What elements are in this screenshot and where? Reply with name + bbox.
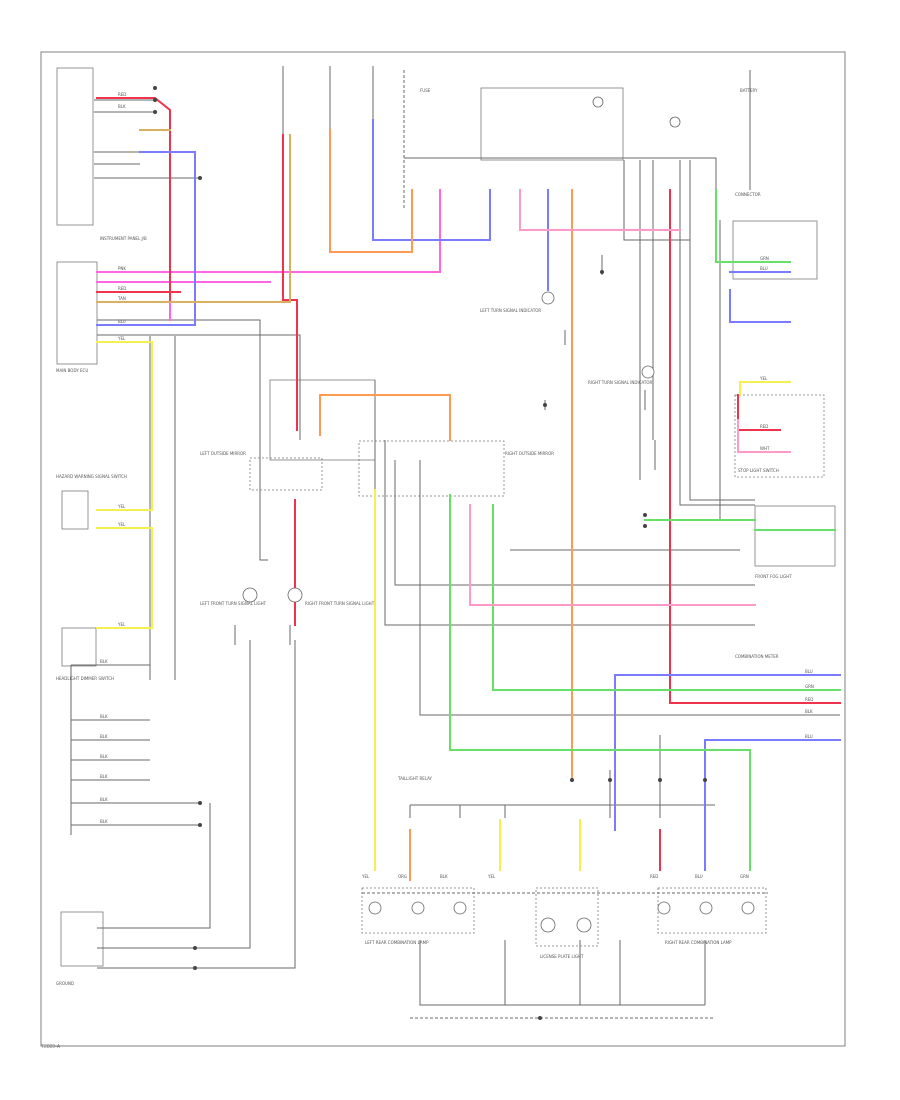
svg-text:YEL: YEL <box>117 336 126 341</box>
svg-text:BLK: BLK <box>100 714 108 719</box>
svg-text:YEL: YEL <box>487 874 496 879</box>
svg-text:RED: RED <box>760 424 768 429</box>
label-fog-light: FRONT FOG LIGHT <box>755 574 792 579</box>
svg-text:YEL: YEL <box>117 504 126 509</box>
label-taillight-relay: TAILLIGHT RELAY <box>397 776 433 781</box>
svg-text:BLK: BLK <box>100 797 108 802</box>
right-front-turn-lamp <box>287 587 303 603</box>
svg-text:BLK: BLK <box>100 774 108 779</box>
svg-text:BLU: BLU <box>760 266 768 271</box>
indicator-lamp-2 <box>641 365 655 379</box>
svg-text:BLU: BLU <box>695 874 703 879</box>
label-right-indicator: RIGHT TURN SIGNAL INDICATOR <box>588 380 652 385</box>
tan-wire <box>96 134 291 303</box>
label-connector: CONNECTOR <box>735 192 761 197</box>
blue-wire <box>139 151 196 326</box>
label-battery: BATTERY <box>740 88 758 93</box>
svg-text:GRN: GRN <box>805 684 814 689</box>
label-lf-turn: LEFT FRONT TURN SIGNAL LIGHT <box>200 601 267 606</box>
label-stop-switch: STOP LIGHT SWITCH <box>738 468 779 473</box>
diagram-frame <box>40 51 846 1047</box>
label-license-light: LICENSE PLATE LIGHT <box>540 954 584 959</box>
label-dimmer-switch: HEADLIGHT DIMMER SWITCH <box>56 676 114 681</box>
svg-text:PNK: PNK <box>118 266 126 271</box>
svg-text:BLK: BLK <box>100 734 108 739</box>
svg-text:WHT: WHT <box>760 446 770 451</box>
label-lr-lamp: LEFT REAR COMBINATION LAMP <box>365 940 429 945</box>
svg-text:YEL: YEL <box>361 874 370 879</box>
lightpink-wire <box>469 504 756 606</box>
pink-wire <box>96 189 441 273</box>
label-ground: GROUND <box>56 981 74 986</box>
left-front-turn-lamp <box>242 587 258 603</box>
label-fuse: FUSE <box>420 88 431 93</box>
label-main-body-ecu: MAIN BODY ECU <box>56 368 88 373</box>
svg-text:BLU: BLU <box>805 734 813 739</box>
label-rr-lamp: RIGHT REAR COMBINATION LAMP <box>665 940 732 945</box>
label-hazard-switch: HAZARD WARNING SIGNAL SWITCH <box>56 474 127 479</box>
svg-text:BLK: BLK <box>805 709 813 714</box>
svg-text:RED: RED <box>118 286 126 291</box>
svg-text:BLU: BLU <box>805 669 813 674</box>
wire-color-tags: RED BLK PNK RED TAN BLU YEL YEL YEL YEL … <box>100 92 814 879</box>
svg-text:BLK: BLK <box>100 819 108 824</box>
label-combination-meter: COMBINATION METER <box>735 654 779 659</box>
orange-wire <box>329 129 413 253</box>
svg-text:BLK: BLK <box>100 754 108 759</box>
indicator-lamp-1 <box>541 291 555 305</box>
diagram-footer-code: T2809-A <box>41 1044 61 1050</box>
svg-text:RED: RED <box>805 697 813 702</box>
label-rf-turn: RIGHT FRONT TURN SIGNAL LIGHT <box>305 601 375 606</box>
yellow-wire <box>96 341 153 511</box>
svg-text:GRN: GRN <box>760 256 769 261</box>
svg-text:BLK: BLK <box>440 874 448 879</box>
svg-text:YEL: YEL <box>759 376 768 381</box>
svg-text:BLK: BLK <box>100 659 108 664</box>
label-ip-jb: INSTRUMENT PANEL J/B <box>100 236 147 241</box>
label-lh-mirror: LEFT OUTSIDE MIRROR <box>200 451 246 456</box>
green-wire <box>715 189 791 263</box>
black-wires <box>70 66 840 1019</box>
svg-text:ORG: ORG <box>398 874 407 879</box>
component-labels: INSTRUMENT PANEL J/B MAIN BODY ECU HEADL… <box>56 88 792 986</box>
svg-text:RED: RED <box>650 874 658 879</box>
component-boxes <box>56 67 836 967</box>
svg-text:BLK: BLK <box>118 104 126 109</box>
svg-text:YEL: YEL <box>117 522 126 527</box>
svg-text:GRN: GRN <box>740 874 749 879</box>
svg-text:RED: RED <box>118 92 126 97</box>
junction-dots <box>153 86 707 1020</box>
red-wire <box>96 97 171 301</box>
lamp-symbols <box>242 96 755 933</box>
svg-text:BLU: BLU <box>118 319 126 324</box>
colored-wires <box>96 97 841 881</box>
label-rh-mirror: RIGHT OUTSIDE MIRROR <box>505 451 554 456</box>
svg-text:TAN: TAN <box>117 296 126 301</box>
svg-text:YEL: YEL <box>117 622 126 627</box>
label-left-indicator: LEFT TURN SIGNAL INDICATOR <box>480 308 541 313</box>
